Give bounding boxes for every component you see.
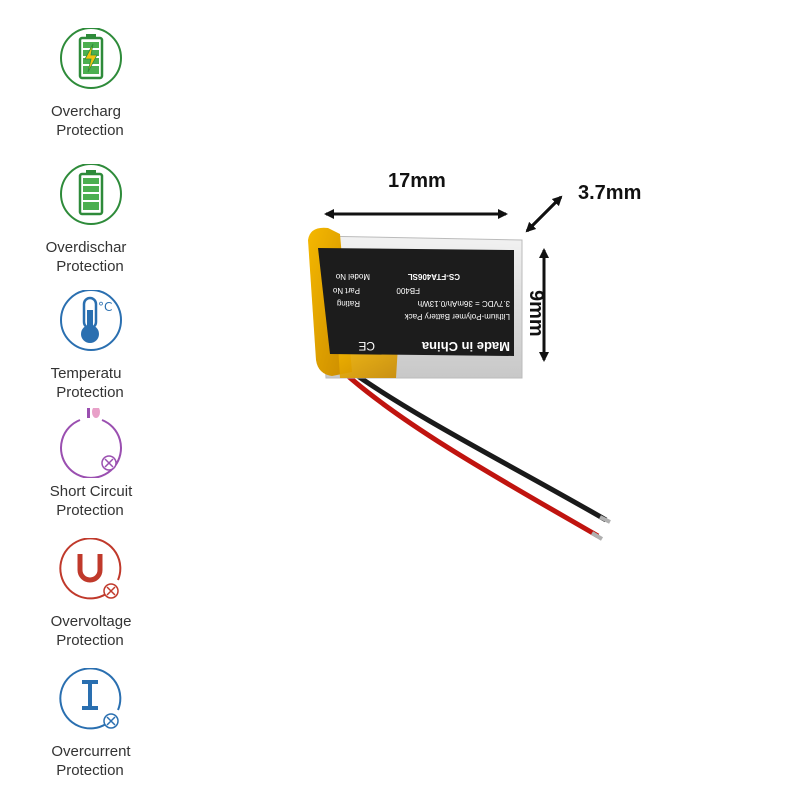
feature-label: Overdischar Protection (45, 239, 127, 275)
battery-full-icon (60, 164, 122, 225)
feature-label: Overcurrent Protection (51, 743, 131, 779)
red-wire (346, 374, 600, 539)
label-rating: 3.7VDC = 36mAh/0.13Wh (418, 299, 510, 308)
voltage-u-icon (59, 538, 122, 600)
dimension-width: 9mm (525, 290, 547, 337)
dimension-thickness: 3.7mm (578, 182, 642, 204)
label-model-no: CS-FTA406SL (408, 272, 460, 281)
feature-label: Short Circuit Protection (49, 483, 133, 519)
dimension-length: 17mm (388, 170, 446, 192)
feature-label: Temperatu Protection (50, 365, 124, 401)
feature-label: Overcharg Protection (50, 103, 124, 139)
svg-text:°C: °C (98, 300, 112, 314)
label-part-no: FB400 (396, 286, 420, 295)
label-made-in: Made in China (421, 339, 510, 354)
battery-bolt-icon (60, 28, 122, 89)
label-rating-key: Rating (337, 299, 360, 308)
label-part-key: Part No (332, 286, 360, 295)
feature-label: Overvoltage Protection (50, 613, 132, 649)
protection-features-sidebar: Overcharg Protection Overdischar Protect… (0, 0, 180, 800)
black-wire (350, 369, 608, 523)
battery-label-sticker (318, 248, 514, 356)
power-icon (60, 408, 122, 478)
label-type: Lithium-Polymer Battery Pack (404, 312, 510, 321)
current-i-icon (59, 668, 122, 730)
ce-mark-icon: CE (358, 339, 375, 353)
thermometer-icon: °C (60, 290, 122, 351)
label-model-key: Model No (335, 272, 370, 281)
